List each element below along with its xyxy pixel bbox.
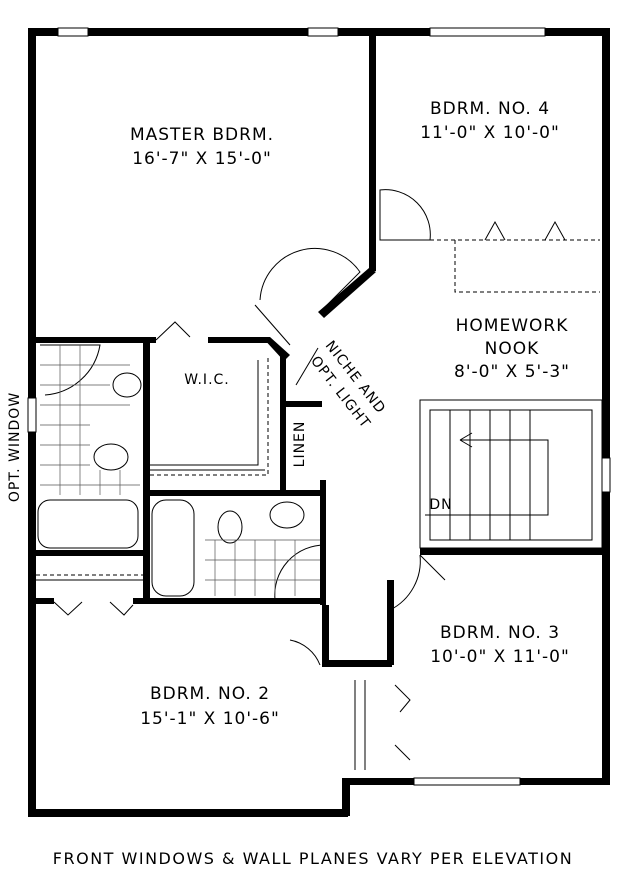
stair-dn-label: DN	[429, 497, 452, 513]
fixtures	[36, 345, 366, 770]
bdrm4-size: 11'-0" X 10'-0"	[420, 123, 560, 143]
nook-name-2: NOOK	[485, 339, 540, 359]
opt-window-label: OPT. WINDOW	[7, 392, 23, 502]
master-bdrm-size: 16'-7" X 15'-0"	[132, 149, 272, 169]
windows	[27, 27, 611, 786]
stairs	[419, 399, 603, 549]
room-labels: MASTER BDRM. 16'-7" X 15'-0" BDRM. NO. 4…	[7, 99, 570, 729]
nook-name-1: HOMEWORK	[456, 316, 569, 336]
nook-size: 8'-0" X 5'-3"	[454, 362, 570, 382]
footer-note: FRONT WINDOWS & WALL PLANES VARY PER ELE…	[53, 849, 573, 868]
linen-label: LINEN	[292, 421, 308, 468]
bdrm3-size: 10'-0" X 11'-0"	[430, 647, 570, 667]
bdrm3-name: BDRM. NO. 3	[440, 623, 560, 643]
bdrm2-name: BDRM. NO. 2	[150, 684, 270, 704]
wic-label: W.I.C.	[184, 372, 230, 388]
doors	[40, 189, 600, 761]
master-bdrm-name: MASTER BDRM.	[130, 125, 274, 145]
bdrm2-size: 15'-1" X 10'-6"	[140, 709, 280, 729]
bdrm4-name: BDRM. NO. 4	[430, 99, 550, 119]
walls	[28, 28, 610, 817]
